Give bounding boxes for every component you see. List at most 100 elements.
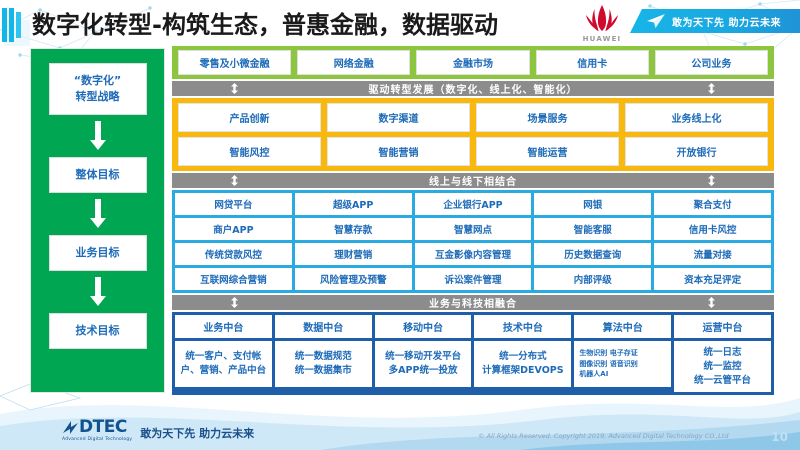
applications-row-1: 商户APP 智慧存款 智慧网点 智能客服 信用卡风控 (175, 218, 771, 240)
platform-column-0: 业务中台 统一客户、支付帐户、营销、产品中台 (175, 315, 272, 392)
platform-column-3: 技术中台 统一分布式 计算框架DEVOPS (474, 315, 572, 392)
up-down-arrow-icon (708, 175, 715, 186)
page-number: 10 (771, 430, 788, 444)
platform-head-2[interactable]: 移动中台 (374, 315, 472, 338)
platform-head-5[interactable]: 运营中台 (674, 315, 771, 338)
platforms-band: 业务中台 统一客户、支付帐户、营销、产品中台 数据中台 统一数据规范 统一数据集… (172, 312, 774, 396)
huawei-flower-icon (586, 5, 618, 31)
application-3-0[interactable]: 互联网综合营销 (175, 268, 292, 290)
application-2-0[interactable]: 传统贷款风控 (175, 243, 292, 265)
platform-column-1: 数据中台 统一数据规范 统一数据集市 (274, 315, 372, 392)
footer: DTEC Advanced Digital Technology 敢为天下先 助… (0, 402, 800, 450)
platform-column-5: 运营中台 统一日志 统一监控 统一云管平台 (674, 315, 771, 393)
application-3-1[interactable]: 风险管理及预警 (294, 268, 412, 290)
capability-1-2[interactable]: 智能运营 (476, 137, 619, 166)
application-3-3[interactable]: 内部评级 (534, 268, 652, 290)
decorative-bars (2, 8, 28, 42)
strategy-item-3[interactable]: 技术目标 (48, 312, 147, 349)
application-1-4[interactable]: 信用卡风控 (654, 218, 771, 240)
capability-0-3[interactable]: 业务线上化 (625, 103, 768, 132)
platform-columns: 业务中台 统一客户、支付帐户、营销、产品中台 数据中台 统一数据规范 统一数据集… (175, 315, 771, 393)
down-arrow-icon (89, 198, 106, 228)
application-1-1[interactable]: 智慧存款 (294, 218, 412, 240)
platform-body-4: 生物识别 电子存证 图像识别 语音识别 机器人AI (574, 341, 672, 387)
capabilities-row-1: 智能风控 智能营销 智能运营 开放银行 (178, 137, 768, 166)
applications-row-0: 网贷平台 超级APP 企业银行APP 网银 聚合支付 (175, 193, 771, 215)
capabilities-row-0: 产品创新 数字渠道 场景服务 业务线上化 (178, 103, 768, 132)
application-1-0[interactable]: 商户APP (175, 218, 292, 240)
business-line-3[interactable]: 信用卡 (535, 50, 649, 75)
platform-column-2: 移动中台 统一移动开发平台 多APP统一投放 (374, 315, 472, 392)
platform-head-0[interactable]: 业务中台 (175, 315, 272, 338)
up-down-arrow-icon (231, 175, 238, 186)
platform-body-2: 统一移动开发平台 多APP统一投放 (374, 341, 472, 387)
capabilities-band: 产品创新 数字渠道 场景服务 业务线上化 智能风控 智能营销 智能运营 开放银行 (172, 98, 774, 171)
huawei-slogan-banner: 敢为天下先 助力云未来 (630, 9, 800, 33)
paper-plane-icon (647, 14, 665, 28)
dtec-arrow-icon (63, 421, 78, 434)
application-0-2[interactable]: 企业银行APP (414, 193, 532, 215)
up-down-arrow-icon (231, 297, 238, 308)
capability-0-1[interactable]: 数字渠道 (327, 103, 470, 132)
application-3-4[interactable]: 资本充足评定 (654, 268, 771, 290)
application-0-1[interactable]: 超级APP (294, 193, 412, 215)
capability-1-3[interactable]: 开放银行 (625, 137, 768, 166)
connector-fusion-label: 业务与科技相融合 (429, 299, 517, 310)
huawei-wordmark: HUAWEI (582, 35, 622, 43)
application-1-2[interactable]: 智慧网点 (414, 218, 532, 240)
business-line-1[interactable]: 网络金融 (297, 50, 411, 75)
platform-body-1: 统一数据规范 统一数据集市 (274, 341, 372, 387)
down-arrow-icon (89, 120, 106, 150)
banner-slogan: 敢为天下先 助力云未来 (672, 17, 781, 29)
platform-head-3[interactable]: 技术中台 (474, 315, 572, 338)
content-stack: 零售及小微金融 网络金融 金融市场 信用卡 公司业务 驱动转型发展（数字化、线上… (172, 46, 774, 396)
strategy-item-0[interactable]: “数字化” 转型战略 (48, 63, 147, 115)
page-title: 数字化转型-构筑生态，普惠金融，数据驱动 (32, 11, 498, 39)
down-arrow-icon (89, 276, 106, 306)
footer-slogan: 敢为天下先 助力云未来 (140, 427, 255, 440)
capability-1-1[interactable]: 智能营销 (327, 137, 470, 166)
connector-fusion: 业务与科技相融合 (172, 295, 774, 310)
platform-head-1[interactable]: 数据中台 (274, 315, 372, 338)
application-3-2[interactable]: 诉讼案件管理 (414, 268, 532, 290)
up-down-arrow-icon (231, 83, 238, 94)
applications-row-3: 互联网综合营销 风险管理及预警 诉讼案件管理 内部评级 资本充足评定 (175, 268, 771, 290)
application-2-4[interactable]: 流量对接 (654, 243, 771, 265)
business-line-2[interactable]: 金融市场 (416, 50, 530, 75)
business-line-0[interactable]: 零售及小微金融 (178, 50, 292, 75)
dtec-mark: DTEC (62, 419, 132, 436)
dtec-logo: DTEC Advanced Digital Technology 敢为天下先 助… (62, 419, 255, 443)
capability-1-0[interactable]: 智能风控 (178, 137, 321, 166)
platform-body-3: 统一分布式 计算框架DEVOPS (474, 341, 572, 387)
business-line-4[interactable]: 公司业务 (654, 50, 769, 75)
connector-drive: 驱动转型发展（数字化、线上化、智能化） (172, 81, 774, 96)
dtec-subtitle: Advanced Digital Technology (62, 437, 133, 442)
platform-body-5: 统一日志 统一监控 统一云管平台 (674, 341, 771, 393)
applications-band: 网贷平台 超级APP 企业银行APP 网银 聚合支付 商户APP 智慧存款 智慧… (172, 190, 774, 293)
up-down-arrow-icon (708, 297, 715, 308)
capability-0-0[interactable]: 产品创新 (178, 103, 321, 132)
strategy-item-1[interactable]: 整体目标 (48, 156, 147, 193)
application-2-1[interactable]: 理财营销 (294, 243, 412, 265)
huawei-logo: HUAWEI (576, 3, 628, 43)
application-2-2[interactable]: 互金影像内容管理 (414, 243, 532, 265)
connector-online-offline-label: 线上与线下相结合 (429, 177, 517, 188)
application-0-3[interactable]: 网银 (534, 193, 652, 215)
application-1-3[interactable]: 智能客服 (534, 218, 652, 240)
up-down-arrow-icon (708, 83, 715, 94)
capability-0-2[interactable]: 场景服务 (476, 103, 619, 132)
dtec-wordmark: DTEC (79, 417, 127, 437)
application-0-0[interactable]: 网贷平台 (175, 193, 292, 215)
platform-head-4[interactable]: 算法中台 (574, 315, 672, 338)
application-2-3[interactable]: 历史数据查询 (534, 243, 652, 265)
copyright-text: © All Rights Reserved. Copyright 2019, A… (478, 432, 729, 440)
connector-drive-label: 驱动转型发展（数字化、线上化、智能化） (368, 85, 578, 96)
platform-body-0: 统一客户、支付帐户、营销、产品中台 (175, 341, 272, 387)
applications-row-2: 传统贷款风控 理财营销 互金影像内容管理 历史数据查询 流量对接 (175, 243, 771, 265)
platform-column-4: 算法中台 生物识别 电子存证 图像识别 语音识别 机器人AI (574, 315, 672, 392)
application-0-4[interactable]: 聚合支付 (654, 193, 771, 215)
connector-online-offline: 线上与线下相结合 (172, 173, 774, 188)
strategy-item-2[interactable]: 业务目标 (48, 234, 147, 271)
business-lines-band: 零售及小微金融 网络金融 金融市场 信用卡 公司业务 (172, 46, 774, 79)
